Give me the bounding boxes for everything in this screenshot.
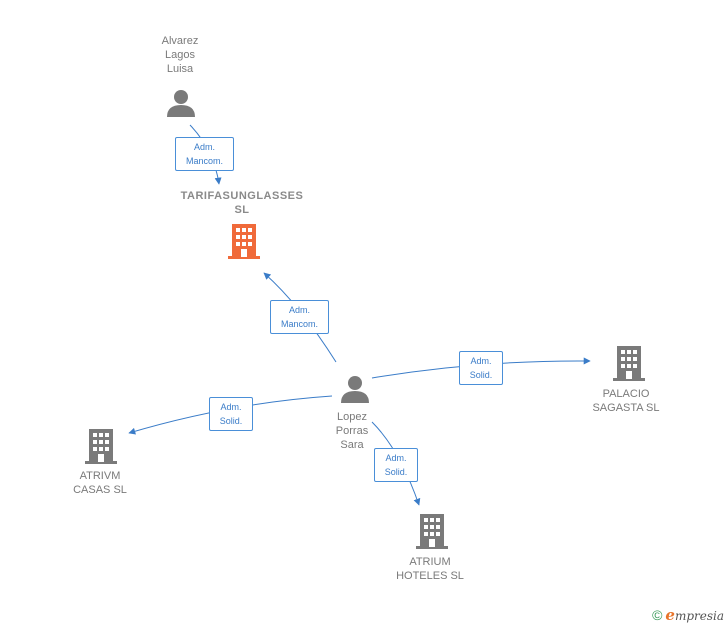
person-icon[interactable] (340, 374, 370, 404)
empresia-watermark: © empresia (652, 606, 724, 624)
copyright-symbol: © (652, 607, 663, 623)
node-label-atrivm-casas: ATRIVM CASAS SL (73, 470, 127, 496)
edge-label-alvarez-tarifa: Adm. Mancom. (175, 137, 234, 171)
node-label-palacio-sagasta: PALACIO SAGASTA SL (592, 388, 660, 414)
node-label-tarifasunglasses: TARIFASUNGLASSES SL (180, 190, 304, 216)
edge-label-lopez-palacio: Adm. Solid. (459, 351, 503, 385)
building-icon-main[interactable] (228, 224, 260, 260)
node-label-alvarez: Alvarez Lagos Luisa (161, 35, 199, 75)
edge-label-lopez-atrivm: Adm. Solid. (209, 397, 253, 431)
edge-label-lopez-tarifa: Adm. Mancom. (270, 300, 329, 334)
node-label-atrium-hoteles: ATRIUM HOTELES SL (396, 556, 464, 582)
building-icon[interactable] (613, 346, 645, 382)
building-icon[interactable] (85, 429, 117, 465)
empresia-logo: empresia (665, 606, 724, 624)
building-icon[interactable] (416, 514, 448, 550)
node-label-lopez: Lopez Porras Sara (335, 411, 369, 451)
edge-label-lopez-atrium: Adm. Solid. (374, 448, 418, 482)
person-icon[interactable] (166, 88, 196, 118)
